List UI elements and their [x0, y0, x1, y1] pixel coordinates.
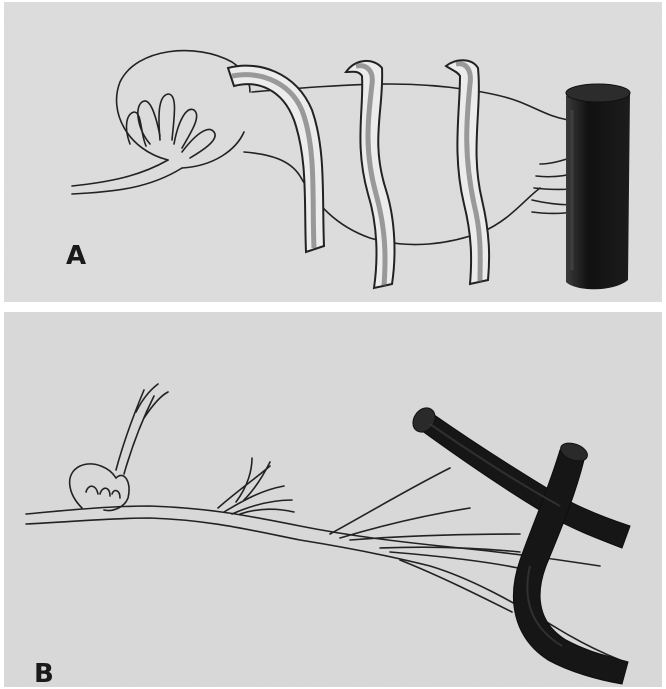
panel-a-label: A — [66, 241, 86, 271]
panel-separator — [0, 302, 666, 312]
panel-b-label: B — [34, 659, 54, 689]
panel-a: A — [4, 2, 662, 302]
panel-a-texture — [4, 2, 662, 302]
panel-b: B — [4, 312, 662, 689]
panel-a-vessel — [566, 84, 630, 289]
